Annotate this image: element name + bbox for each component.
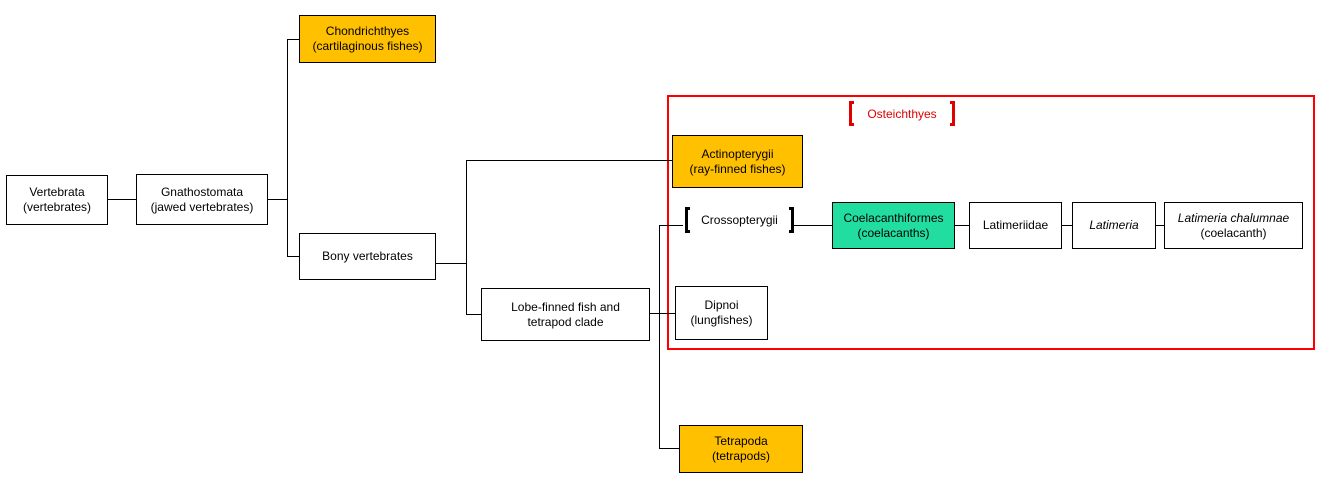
connector	[659, 448, 679, 449]
connector	[435, 263, 466, 264]
left-bracket	[849, 101, 854, 126]
crossopterygii-label: Crossopterygii	[685, 207, 794, 233]
actinopterygii-node: Actinopterygii (ray-finned fishes)	[672, 135, 803, 188]
right-bracket	[950, 101, 955, 126]
connector	[287, 256, 299, 257]
gnathostomata-node: Gnathostomata (jawed vertebrates)	[136, 174, 268, 225]
connector	[466, 160, 467, 314]
connector	[466, 160, 672, 161]
connector	[1061, 225, 1072, 226]
vertebrata-node: Vertebrata (vertebrates)	[6, 175, 108, 225]
connector	[287, 39, 299, 40]
connector	[659, 225, 660, 448]
bony-vertebrates-node: Bony vertebrates	[299, 233, 436, 280]
connector	[466, 314, 481, 315]
coelacanthiformes-node: Coelacanthiformes (coelacanths)	[832, 202, 955, 249]
latimeria-chalumnae-node: Latimeria chalumnae (coelacanth)	[1164, 202, 1303, 249]
latimeriidae-node: Latimeriidae	[969, 202, 1062, 249]
tetrapoda-node: Tetrapoda (tetrapods)	[679, 425, 803, 473]
osteichthyes-label: Osteichthyes	[849, 101, 955, 126]
connector	[267, 199, 287, 200]
connector	[1155, 225, 1164, 226]
right-bracket	[789, 207, 794, 233]
connector	[659, 225, 683, 226]
lobe-finned-node: Lobe-finned fish and tetrapod clade	[481, 288, 650, 341]
connector	[649, 313, 675, 314]
connector	[287, 39, 288, 256]
left-bracket	[685, 207, 690, 233]
osteichthyes-frame	[667, 95, 1315, 350]
dipnoi-node: Dipnoi (lungfishes)	[675, 286, 768, 340]
connector	[107, 199, 137, 200]
latimeria-node: Latimeria	[1072, 202, 1156, 249]
connector	[794, 225, 832, 226]
connector	[954, 225, 969, 226]
chondrichthyes-node: Chondrichthyes (cartilaginous fishes)	[299, 15, 436, 63]
